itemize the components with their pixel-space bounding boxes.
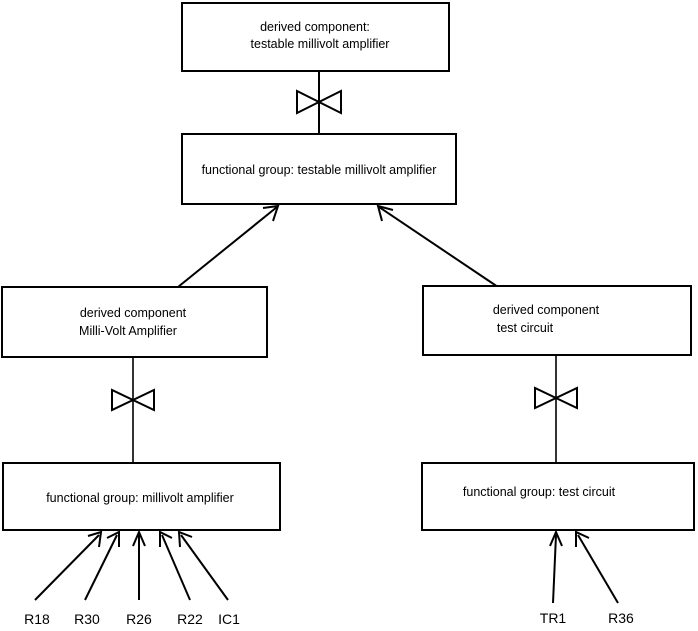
- node-derived-right-line1: derived component: [493, 303, 600, 317]
- leaf-label-r22: R22: [177, 611, 203, 627]
- arrowhead-r26-icon: [132, 529, 146, 547]
- leaf-label-r30: R30: [74, 611, 100, 627]
- leaf-arrows-left-group: [34, 529, 229, 601]
- leaf-label-r36: R36: [608, 610, 634, 626]
- leaf-arrow-line-r30: [84, 534, 118, 601]
- arrowhead-r18-icon: [87, 530, 103, 548]
- node-derived-component-testable-millivolt-amplifier[interactable]: derived component: testable millivolt am…: [181, 2, 450, 72]
- node-derived-right-line2: test circuit: [497, 321, 554, 335]
- node-derived-top-line1: derived component:: [260, 20, 370, 34]
- leaf-label-r18: R18: [24, 611, 50, 627]
- node-functional-right-line1: functional group: test circuit: [463, 485, 616, 499]
- bowtie-connector-top: [296, 89, 342, 115]
- node-derived-top-line2: testable millivolt amplifier: [251, 37, 390, 51]
- leaf-arrow-line-r22: [161, 534, 191, 601]
- arrowhead-ic1-icon: [177, 530, 193, 548]
- arrowhead-tr1-icon: [549, 529, 563, 547]
- leaf-arrow-line-r18: [34, 534, 100, 601]
- arrowhead-r22-icon: [159, 530, 173, 547]
- leaf-arrow-line-r36: [577, 534, 619, 604]
- link-right-derived-to-top-functional: [378, 206, 499, 288]
- leaf-label-ic1: IC1: [218, 611, 240, 627]
- arrowhead-right-to-top-icon: [376, 204, 394, 222]
- arrowhead-left-to-top-icon: [262, 204, 280, 222]
- node-derived-left-line2: Milli-Volt Amplifier: [79, 324, 177, 338]
- leaf-arrow-line-tr1: [552, 534, 557, 604]
- leaf-label-tr1: TR1: [540, 610, 567, 626]
- node-functional-top-line1: functional group: testable millivolt amp…: [202, 163, 437, 177]
- leaf-arrow-line-ic1: [180, 534, 229, 601]
- node-functional-group-test-circuit[interactable]: functional group: test circuit: [421, 462, 695, 531]
- leaf-arrows-right-group: [549, 529, 619, 604]
- arrowhead-r30-icon: [106, 530, 120, 547]
- node-derived-left-line1: derived component: [80, 306, 187, 320]
- link-left-derived-to-top-functional: [177, 206, 278, 288]
- leaf-label-r26: R26: [126, 611, 152, 627]
- bowtie-connector-left: [111, 388, 155, 412]
- node-functional-group-millivolt-amplifier[interactable]: functional group: millivolt amplifier: [2, 462, 281, 531]
- node-functional-left-line1: functional group: millivolt amplifier: [46, 491, 234, 505]
- node-derived-component-milli-volt-amplifier[interactable]: derived component Milli-Volt Amplifier: [1, 286, 268, 358]
- node-functional-group-testable-millivolt-amplifier[interactable]: functional group: testable millivolt amp…: [181, 133, 457, 205]
- arrowhead-r36-icon: [575, 530, 590, 547]
- node-derived-component-test-circuit[interactable]: derived component test circuit: [422, 285, 692, 356]
- bowtie-connector-right: [534, 386, 578, 410]
